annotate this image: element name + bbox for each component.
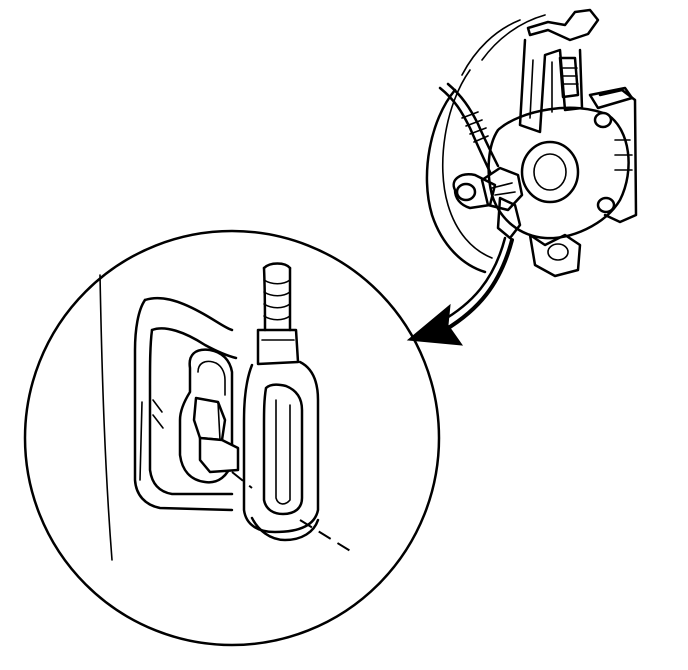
caliper-bolt-threads (562, 67, 579, 85)
wheel-assembly (425, 8, 638, 278)
flange-bolt-left (455, 182, 477, 202)
cable-mount-bracket (480, 166, 524, 212)
knuckle-lower-hole (547, 243, 569, 261)
cable-eye-inner-2 (275, 399, 291, 505)
flange-bolt-right (596, 196, 616, 214)
caliper-slot (529, 59, 553, 119)
bracket-inner (148, 328, 234, 496)
caliper-bolt (558, 56, 580, 99)
flange-bolt-top (593, 111, 613, 129)
magnifier-circle (23, 229, 441, 647)
cable-eye-outer (242, 360, 320, 534)
cable-mount-detail (491, 182, 516, 196)
lever-arm (588, 86, 634, 110)
detail-edge-line (99, 274, 113, 561)
hub-center-outer (520, 140, 580, 204)
cable-mount-clip (496, 196, 522, 240)
knuckle-left-ear (452, 173, 497, 210)
alignment-line-bracket (231, 471, 253, 489)
cable-tab-lower (198, 436, 240, 474)
hub-center-inner (533, 153, 567, 191)
parking-cable-upper-2 (446, 82, 500, 168)
knuckle-ribs (614, 139, 633, 171)
caliper-arm (526, 8, 600, 42)
bracket-outer (133, 298, 234, 512)
magnified-detail-view (23, 229, 441, 647)
bracket-slot (178, 348, 234, 484)
bracket-shadow-line (139, 401, 143, 481)
knuckle-lower (528, 233, 582, 278)
arrow-head (406, 303, 464, 346)
bracket-outer-top (143, 296, 234, 332)
alignment-line-cable (299, 519, 353, 553)
cable-eye-inner (262, 383, 304, 516)
rotor-face-line-2 (481, 14, 546, 61)
arrow-shaft-outline (438, 236, 507, 324)
cable-eye-bottom (250, 516, 320, 542)
parking-cable-upper (438, 86, 492, 174)
cable-strand-top (262, 262, 292, 270)
curved-arrow-icon (406, 236, 514, 346)
cable-strand-ribs (263, 279, 291, 321)
rotor-face-line (461, 19, 521, 76)
arrow-shaft (443, 238, 514, 332)
bracket-shade-1 (152, 399, 164, 429)
cable-end-fitting (461, 111, 489, 143)
cable-strand-left (262, 266, 267, 332)
bracket-slot-inner (197, 360, 226, 396)
rotor-outer-edge (425, 88, 487, 274)
ferrule-collar (256, 328, 300, 366)
cable-tab-edge (217, 401, 221, 441)
bracket-inner-top (150, 327, 238, 360)
knuckle-right (598, 88, 638, 224)
